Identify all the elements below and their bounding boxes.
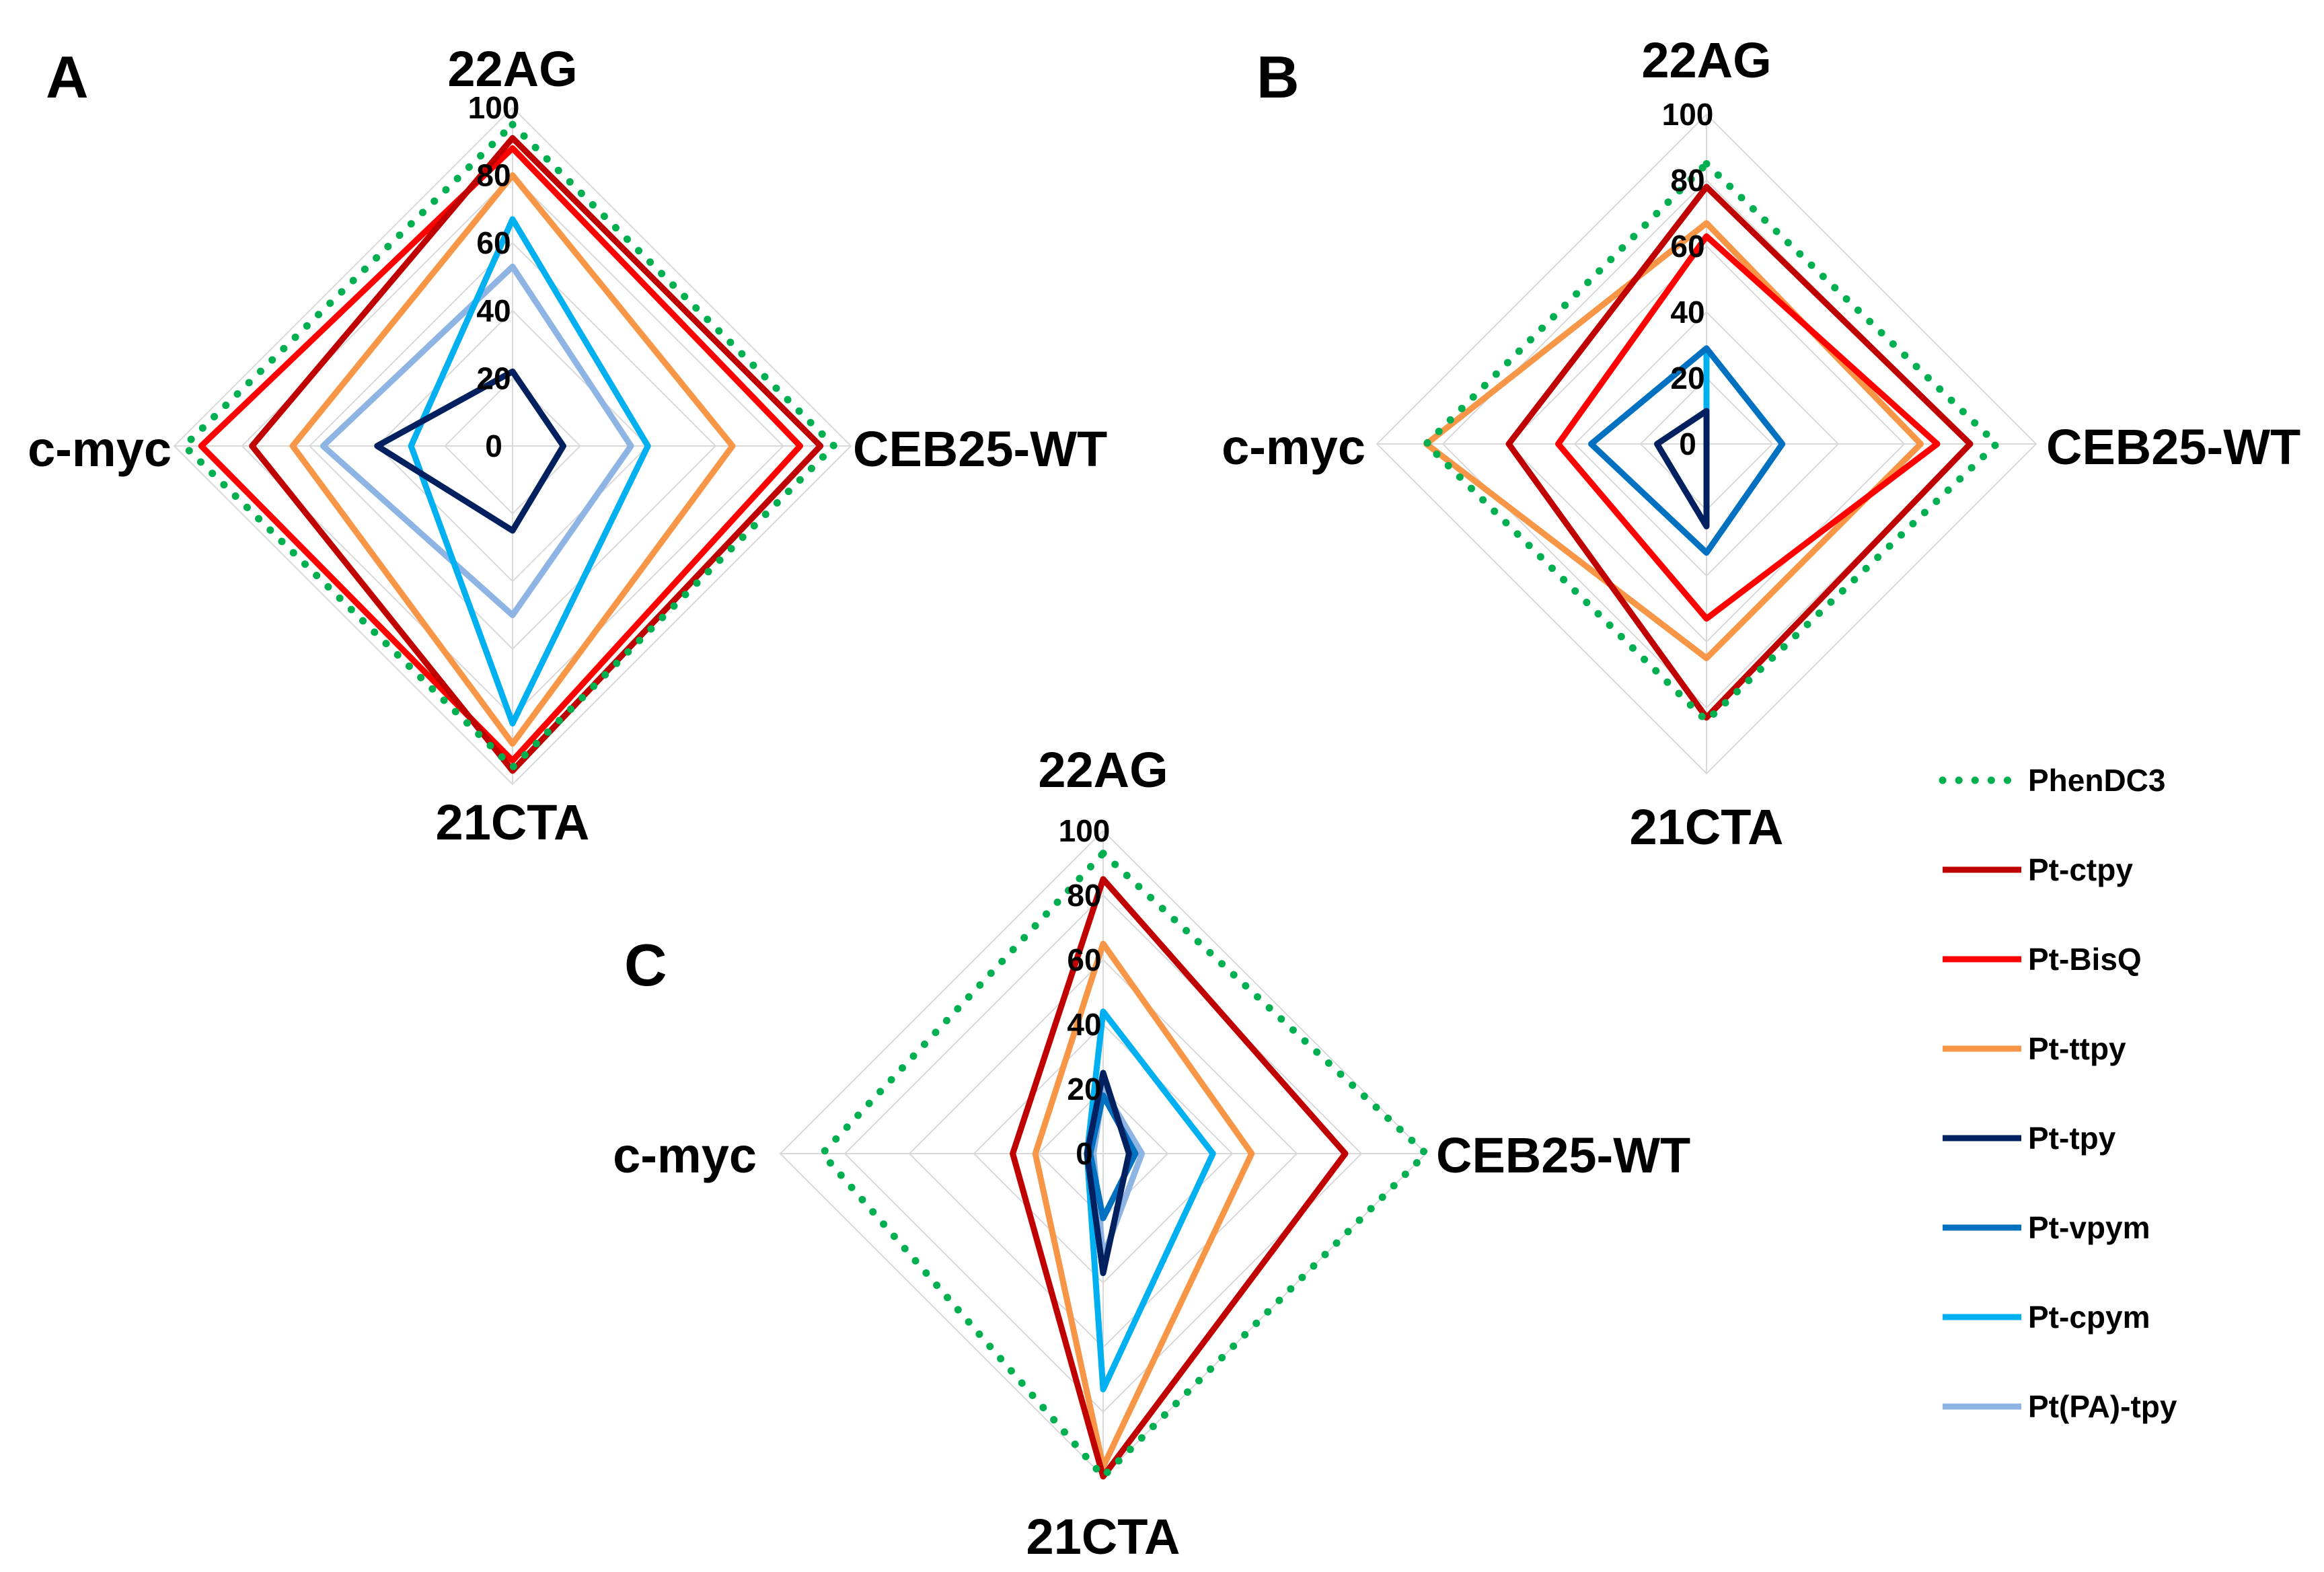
radar-ticks-b: 0 20 40 60 80 100: [1662, 97, 1714, 461]
series-pt-cpym: [408, 216, 651, 726]
legend-label: Pt-BisQ: [2028, 942, 2142, 977]
panel-letter-a: A: [46, 44, 89, 110]
series-pt-ctpy: [249, 135, 824, 774]
legend-item: Pt-vpym: [1943, 1210, 2150, 1245]
panel-letter-c: C: [624, 932, 667, 998]
axis-label-22ag: 22AG: [447, 41, 577, 97]
axis-label-21cta: 21CTA: [1026, 1509, 1180, 1565]
legend-item: Pt-BisQ: [1943, 942, 2142, 977]
axis-label-ceb25-wt: CEB25-WT: [2046, 419, 2300, 475]
tick-label-80: 80: [1067, 878, 1101, 913]
tick-label-100: 100: [1059, 813, 1111, 848]
legend-label: Pt-cpym: [2028, 1300, 2150, 1335]
series-phendc3: [180, 120, 838, 772]
tick-label-100: 100: [1662, 97, 1714, 132]
legend-item: Pt-tpy: [1943, 1121, 2116, 1156]
series-pt-vpym: [1588, 345, 1786, 556]
panel-letter-b: B: [1257, 44, 1300, 110]
legend-label: Pt-ctpy: [2028, 852, 2133, 887]
series-pt-pa-tpy: [320, 263, 634, 618]
radar-series-b: [1423, 160, 2000, 725]
axis-label-c-myc: c-myc: [28, 421, 172, 477]
radar-panel-a: A 0 20 40 60 80 100 22AG CEB25-WT 21CTA c-myc: [28, 41, 1107, 850]
tick-label-20: 20: [1067, 1072, 1101, 1107]
axis-label-21cta: 21CTA: [1630, 799, 1784, 855]
legend-item: Pt(PA)-tpy: [1943, 1389, 2177, 1424]
series-pt-tpy: [1084, 1070, 1132, 1277]
series-pt-bisq: [198, 145, 804, 764]
series-pt-tpy: [1654, 408, 1710, 529]
legend-label: Pt(PA)-tpy: [2028, 1389, 2177, 1424]
tick-label-60: 60: [476, 225, 511, 260]
radar-axis-labels-a: 22AG CEB25-WT 21CTA c-myc: [28, 41, 1107, 850]
tick-label-20: 20: [476, 361, 511, 396]
tick-label-20: 20: [1670, 361, 1704, 396]
series-phendc3: [1423, 160, 2000, 725]
tick-label-100: 100: [468, 90, 520, 125]
radar-series-a: [180, 120, 838, 774]
radar-ticks-c: 0 20 40 60 80 100: [1059, 813, 1111, 1171]
series-phendc3: [818, 850, 1430, 1481]
tick-label-80: 80: [1670, 163, 1704, 198]
radar-ticks-a: 0 20 40 60 80 100: [468, 90, 520, 463]
axis-label-ceb25-wt: CEB25-WT: [853, 421, 1107, 477]
radar-axes-a: [174, 108, 851, 784]
tick-label-0: 0: [1679, 426, 1696, 461]
axis-label-22ag: 22AG: [1038, 742, 1168, 798]
legend-label: PhenDC3: [2028, 763, 2165, 798]
series-pt-bisq: [1555, 233, 1941, 622]
axis-label-c-myc: c-myc: [1222, 419, 1365, 475]
radar-axis-labels-c: 22AG CEB25-WT 21CTA c-myc: [613, 742, 1690, 1565]
tick-label-0: 0: [485, 428, 502, 463]
axis-label-21cta: 21CTA: [436, 794, 590, 850]
series-pt-tpy: [374, 368, 566, 534]
series-pt-ttpy: [289, 172, 736, 747]
series-pt-ttpy: [1423, 220, 1924, 661]
tick-label-80: 80: [476, 158, 511, 193]
legend-label: Pt-tpy: [2028, 1121, 2116, 1156]
series-pt-ctpy: [1505, 184, 1974, 721]
legend-item: Pt-cpym: [1943, 1300, 2150, 1335]
radar-axis-labels-b: 22AG CEB25-WT 21CTA c-myc: [1222, 32, 2300, 855]
legend-label: Pt-vpym: [2028, 1210, 2150, 1245]
axis-label-c-myc: c-myc: [613, 1127, 757, 1183]
legend-item: Pt-ttpy: [1943, 1031, 2126, 1066]
tick-label-60: 60: [1067, 942, 1101, 977]
legend-item: Pt-ctpy: [1943, 852, 2133, 887]
radar-series-c: [818, 850, 1430, 1481]
radar-panel-b: B 0 20 40 60 80 100 22AG CEB25-WT 21CTA c-myc: [1222, 32, 2300, 855]
legend-item: PhenDC3: [1939, 763, 2165, 798]
tick-label-40: 40: [1670, 295, 1704, 330]
tick-label-40: 40: [476, 293, 511, 328]
tick-label-0: 0: [1076, 1136, 1093, 1171]
axis-label-ceb25-wt: CEB25-WT: [1436, 1127, 1690, 1183]
tick-label-60: 60: [1670, 229, 1704, 264]
legend-label: Pt-ttpy: [2028, 1031, 2126, 1066]
series-pt-cpym: [1084, 1008, 1216, 1392]
tick-label-40: 40: [1067, 1007, 1101, 1042]
radar-panel-c: C 0 20 40 60 80 100 22AG CEB25-WT 21CTA c-myc: [613, 742, 1690, 1565]
axis-label-22ag: 22AG: [1641, 32, 1771, 88]
series-pt-ctpy: [1010, 876, 1349, 1480]
